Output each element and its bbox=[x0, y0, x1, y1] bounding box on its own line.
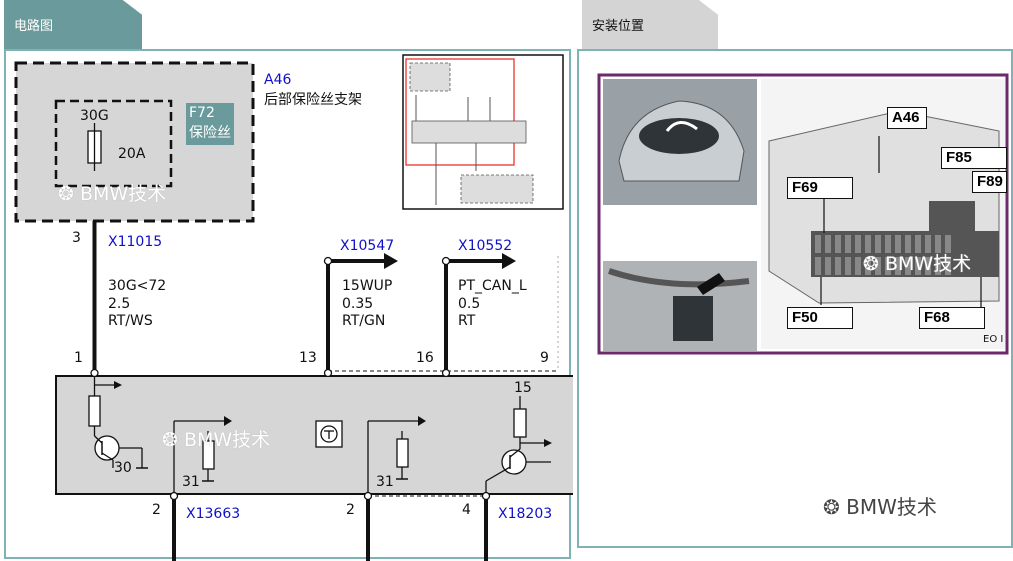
label-f50: F50 bbox=[787, 307, 853, 329]
label-f69: F69 bbox=[787, 177, 853, 199]
component-id: A46 bbox=[264, 72, 292, 88]
label-a46: A46 bbox=[887, 107, 927, 129]
wechat-icon: ❂ bbox=[863, 253, 879, 275]
connector-link[interactable]: X18203 bbox=[498, 506, 553, 522]
pin-label: 1 bbox=[74, 350, 83, 366]
label-f85: F85 bbox=[941, 147, 1007, 169]
installation-panel: A46 F85 F89 F69 F50 F68 EO I ❂ BMW技术 ❂ B… bbox=[577, 49, 1013, 548]
circuit-diagram-panel: A46 后部保险丝支架 30G 20A F72 保险丝 3 X11015 30G… bbox=[4, 49, 573, 561]
wechat-icon: ❂ bbox=[823, 495, 840, 519]
wire-signal: 30G<72 bbox=[108, 278, 167, 294]
brand-watermark: ❂ BMW技术 bbox=[823, 495, 937, 519]
connector-link[interactable]: X11015 bbox=[108, 234, 163, 250]
installation-figure bbox=[597, 73, 1009, 355]
tab-installation-location[interactable]: 安装位置 bbox=[582, 0, 718, 49]
module-terminal-31: 31 bbox=[182, 474, 200, 490]
pin-label: 3 bbox=[72, 230, 81, 246]
connector-link[interactable]: X10547 bbox=[340, 238, 395, 254]
circuit-diagram bbox=[14, 54, 573, 561]
label-f89: F89 bbox=[972, 171, 1007, 193]
fuse-rating: 20A bbox=[118, 146, 146, 162]
connector-link[interactable]: X13663 bbox=[186, 506, 241, 522]
pin-label: 13 bbox=[299, 350, 317, 366]
wire-signal: 15WUP bbox=[342, 278, 393, 294]
wechat-icon: ❂ bbox=[162, 429, 178, 451]
module-terminal-30: 30 bbox=[114, 460, 132, 476]
wire-gauge: 2.5 bbox=[108, 296, 131, 312]
wire-color: RT/GN bbox=[342, 313, 386, 329]
figure-footer: EO I bbox=[983, 334, 1004, 345]
wechat-icon: ❂ bbox=[58, 183, 74, 205]
connector-link[interactable]: X10552 bbox=[458, 238, 513, 254]
watermark: ❂ BMW技术 bbox=[863, 253, 972, 275]
label-f68: F68 bbox=[919, 307, 985, 329]
tab-circuit-diagram[interactable]: 电路图 bbox=[4, 0, 142, 49]
pin-label: 9 bbox=[540, 350, 549, 366]
wire-color: RT bbox=[458, 313, 476, 329]
component-name: 后部保险丝支架 bbox=[264, 92, 362, 108]
wire-gauge: 0.35 bbox=[342, 296, 374, 312]
wire-gauge: 0.5 bbox=[458, 296, 481, 312]
watermark: ❂ BMW技术 bbox=[162, 429, 271, 451]
pin-label: 2 bbox=[346, 502, 355, 518]
wire-signal: PT_CAN_L bbox=[458, 278, 527, 294]
wire-color: RT/WS bbox=[108, 313, 153, 329]
watermark: ❂ BMW技术 bbox=[58, 183, 167, 205]
fuse-terminal: 30G bbox=[80, 108, 109, 124]
module-terminal-15: 15 bbox=[514, 380, 532, 396]
pin-label: 4 bbox=[462, 502, 471, 518]
pin-label: 2 bbox=[152, 502, 161, 518]
pin-label: 16 bbox=[416, 350, 434, 366]
module-terminal-31: 31 bbox=[376, 474, 394, 490]
fuse-badge: F72 保险丝 bbox=[186, 103, 234, 145]
